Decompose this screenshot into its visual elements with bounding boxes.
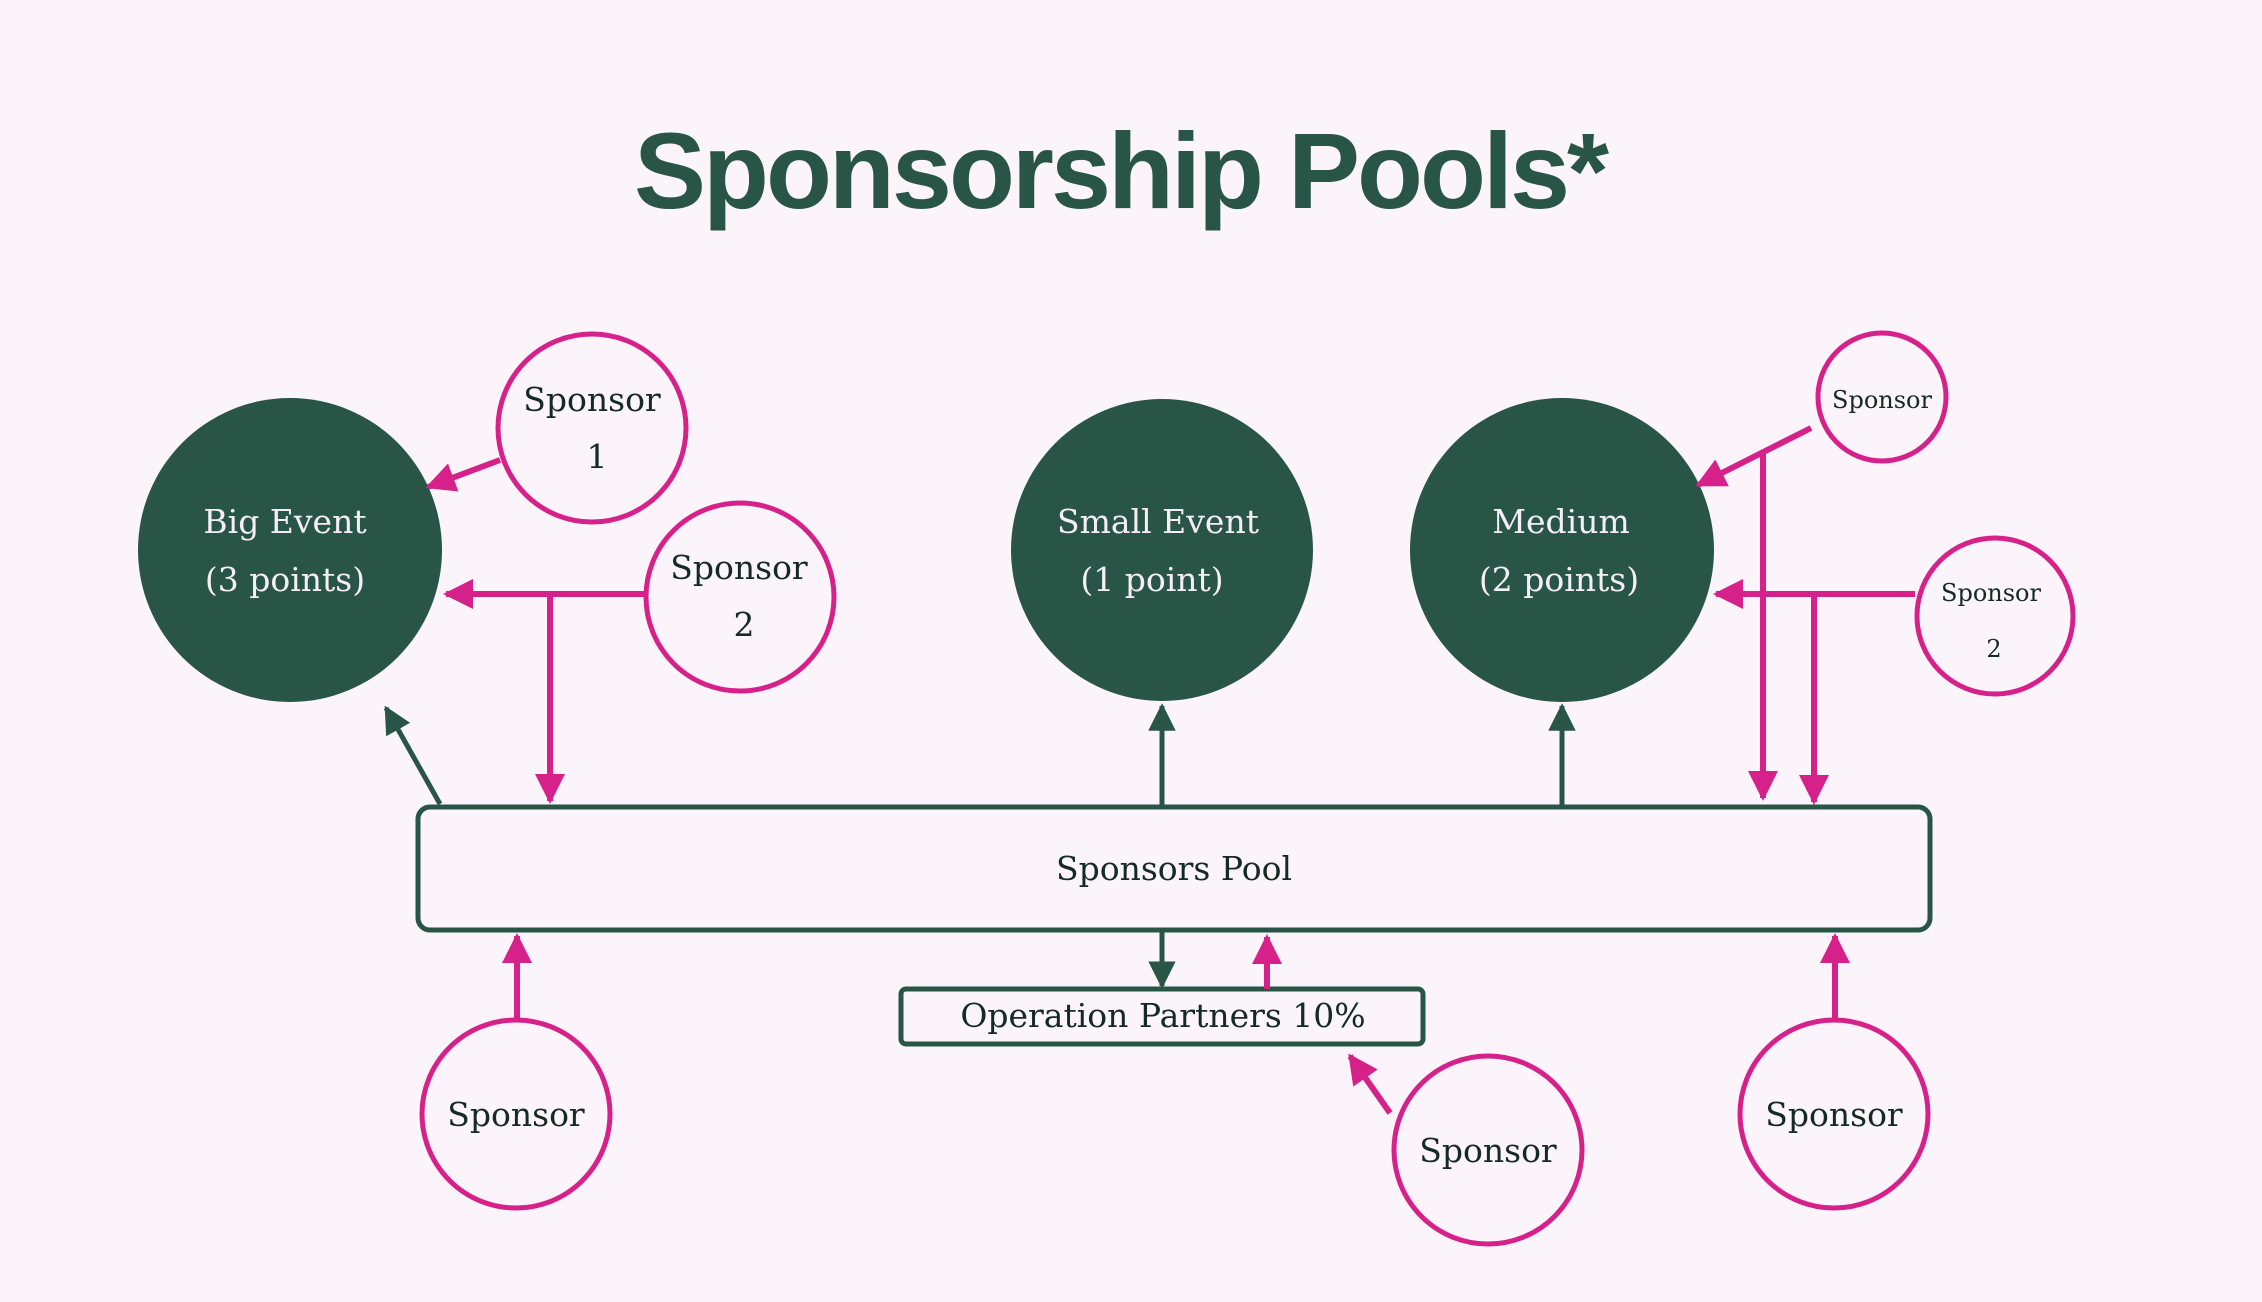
pool-box <box>415 804 1933 933</box>
event-label: Small Event <box>1057 502 1259 541</box>
sponsor-circle <box>419 1017 613 1211</box>
sponsor-circle <box>495 331 689 525</box>
sponsor-node-bottom-left[interactable]: Sponsor <box>419 1017 613 1211</box>
sponsor-circle <box>1914 535 2076 697</box>
sponsor-label: Sponsor <box>670 548 808 587</box>
operation-box <box>898 986 1426 1047</box>
event-circle <box>138 398 442 702</box>
sponsor-label: Sponsor <box>447 1095 585 1134</box>
pool-label: Sponsors Pool <box>1056 849 1292 888</box>
sponsor-circle <box>1737 1017 1931 1211</box>
sponsor-label: Sponsor <box>1419 1131 1557 1170</box>
sponsor-label: Sponsor <box>1832 386 1932 414</box>
event-points: (2 points) <box>1479 560 1639 599</box>
sponsor-circle <box>643 500 837 694</box>
sponsor-node-big-1[interactable]: Sponsor 1 <box>495 331 689 525</box>
event-circle <box>1011 399 1313 701</box>
event-node-big[interactable]: Big Event (3 points) <box>138 398 442 702</box>
arrow-sponsor1-to-big <box>425 457 502 492</box>
event-points: (1 point) <box>1080 560 1223 599</box>
sponsor-label: Sponsor <box>523 380 661 419</box>
event-label: Big Event <box>203 502 366 541</box>
sponsor-node-bottom-mid[interactable]: Sponsor <box>1391 1053 1585 1247</box>
sponsor-number: 1 <box>587 437 608 476</box>
arrow-pool-to-big <box>383 705 443 806</box>
sponsor-label: Sponsor <box>1765 1095 1903 1134</box>
event-circle <box>1410 398 1714 702</box>
event-node-small[interactable]: Small Event (1 point) <box>1011 399 1313 701</box>
diagram-title: Sponsorship Pools* <box>634 110 1609 231</box>
sponsor-node-medium-1[interactable]: Sponsor <box>1815 330 1949 464</box>
sponsors-pool-node[interactable]: Sponsors Pool <box>415 804 1933 933</box>
event-label: Medium <box>1492 502 1630 541</box>
sponsor-circle <box>1815 330 1949 464</box>
arrow-bottommid-to-operation <box>1347 1053 1393 1115</box>
sponsor-node-medium-2[interactable]: Sponsor 2 <box>1914 535 2076 697</box>
sponsor-node-big-2[interactable]: Sponsor 2 <box>643 500 837 694</box>
sponsor-number: 2 <box>1986 635 2001 663</box>
event-node-medium[interactable]: Medium (2 points) <box>1410 398 1714 702</box>
sponsor-node-bottom-right[interactable]: Sponsor <box>1737 1017 1931 1211</box>
event-points: (3 points) <box>205 560 365 599</box>
sponsor-number: 2 <box>734 605 755 644</box>
operation-label: Operation Partners 10% <box>960 996 1365 1035</box>
operation-partners-node[interactable]: Operation Partners 10% <box>898 986 1426 1047</box>
arrow-medsponsor-to-medium <box>1695 425 1813 488</box>
sponsor-circle <box>1391 1053 1585 1247</box>
sponsor-label: Sponsor <box>1941 579 2041 607</box>
